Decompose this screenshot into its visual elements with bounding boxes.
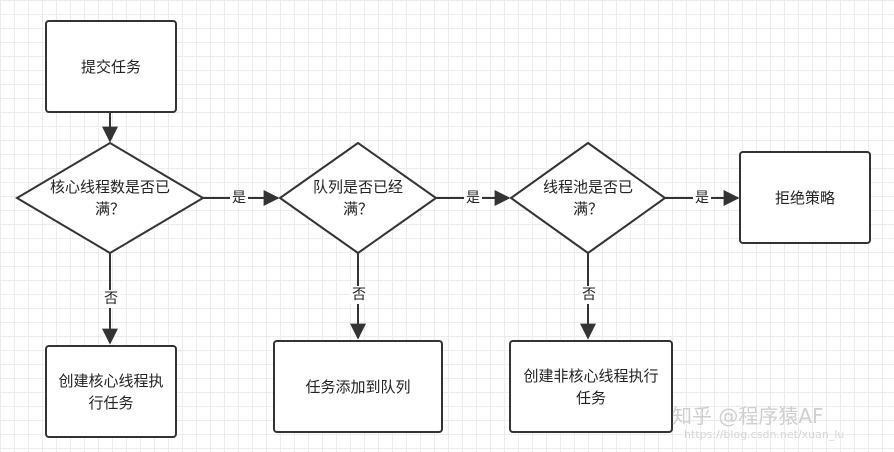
node-submit-task: 提交任务 xyxy=(45,20,177,113)
node-reject-policy: 拒绝策略 xyxy=(739,151,871,244)
edge-label-yes-2: 是 xyxy=(464,189,482,207)
node-reject-policy-label: 拒绝策略 xyxy=(774,188,835,207)
node-create-noncore-thread: 创建非核心线程执行任务 xyxy=(509,340,673,433)
watermark-url: https://blog.csdn.net/xuan_lu xyxy=(684,428,845,441)
edge-label-yes-1: 是 xyxy=(230,189,248,207)
decision-core-full-label: 核心线程数是否已满？ xyxy=(49,178,170,218)
node-submit-task-label: 提交任务 xyxy=(80,57,141,76)
node-create-noncore-thread-label: 创建非核心线程执行任务 xyxy=(523,366,659,407)
decision-queue-full-label: 队列是否已经满？ xyxy=(312,178,403,218)
node-add-to-queue-label: 任务添加到队列 xyxy=(305,377,411,396)
edge-label-no-1: 否 xyxy=(102,290,120,308)
watermark: 知乎 @程序猿AF xyxy=(672,404,824,428)
edge-label-yes-3: 是 xyxy=(693,189,711,207)
node-create-core-thread-label: 创建核心线程执行任务 xyxy=(58,371,164,412)
node-add-to-queue: 任务添加到队列 xyxy=(273,340,443,433)
decision-pool-full-label: 线程池是否已满？ xyxy=(542,178,633,218)
edge-label-no-3: 否 xyxy=(580,286,598,304)
edge-label-no-2: 否 xyxy=(350,286,368,304)
node-create-core-thread: 创建核心线程执行任务 xyxy=(45,345,177,438)
